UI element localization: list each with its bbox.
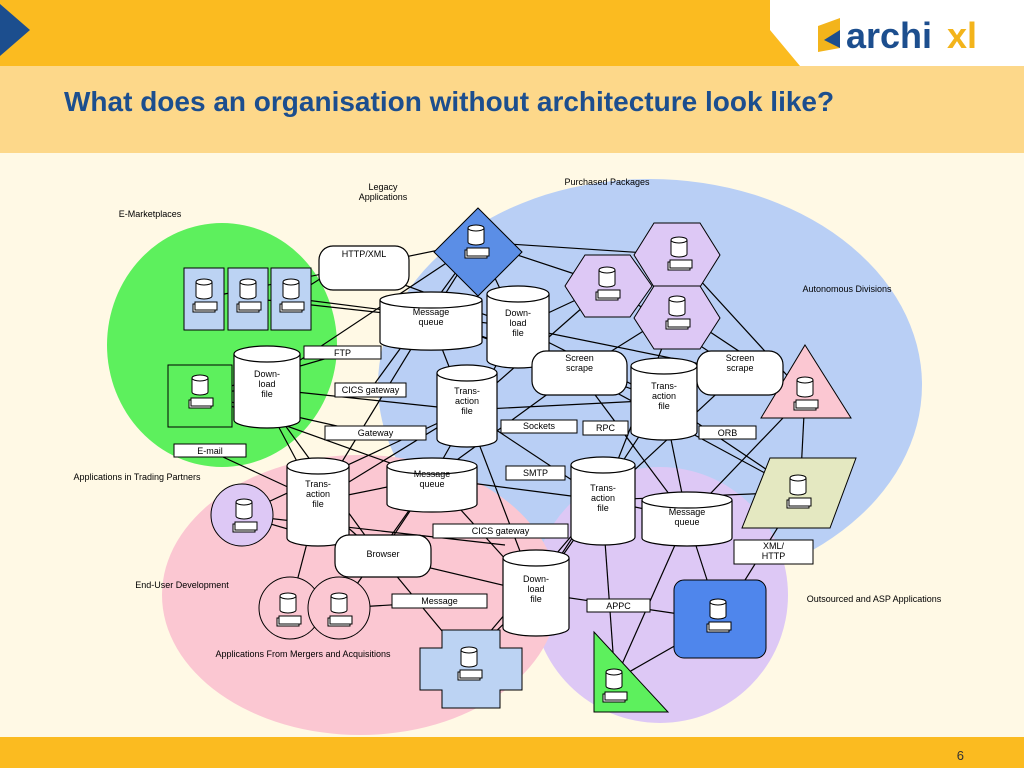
mergers-acquisitions-label: Applications From Mergers and Acquisitio… xyxy=(215,649,391,659)
transaction-file-label-2: Trans- action file xyxy=(651,381,677,411)
cics-gateway-label-2: CICS gateway xyxy=(471,526,530,536)
screen-scrape-label-2: Screen scrape xyxy=(725,353,755,373)
merger-app-node-cross xyxy=(419,629,523,709)
browser-label: Browser xyxy=(366,549,400,559)
bottom-bar xyxy=(0,737,1024,768)
message-queue-label-2: Message queue xyxy=(413,469,451,489)
smtp-label: SMTP xyxy=(522,468,548,478)
message-queue-label-1: Message queue xyxy=(412,307,450,327)
slide-title: What does an organisation without archit… xyxy=(64,86,835,117)
emarketplaces-label: E-Marketplaces xyxy=(118,209,182,219)
outsourced-asp-label: Outsourced and ASP Applications xyxy=(806,594,942,604)
emarketplaces-region xyxy=(107,223,337,467)
rpc-label: RPC xyxy=(595,423,615,433)
autonomous-divisions-label: Autonomous Divisions xyxy=(802,284,892,294)
enduser-development-label: End-User Development xyxy=(135,580,229,590)
sockets-label: Sockets xyxy=(522,421,555,431)
title-band xyxy=(0,66,1024,153)
corner-triangle-icon xyxy=(0,4,30,56)
transaction-file-label-4: Trans- action file xyxy=(590,483,616,513)
email-label: E-mail xyxy=(197,446,223,456)
legacy-applications-label: Legacy Applications xyxy=(358,182,408,202)
ftp-label: FTP xyxy=(334,348,351,358)
cics-gateway-label-1: CICS gateway xyxy=(341,385,400,395)
svg-text:xl: xl xyxy=(947,15,977,56)
trading-partners-label: Applications in Trading Partners xyxy=(73,472,201,482)
data-store-shapes xyxy=(233,285,733,637)
svg-text:archi: archi xyxy=(846,15,932,56)
transaction-file-label-3: Trans- action file xyxy=(305,479,331,509)
message-queue-label-3: Message queue xyxy=(668,507,706,527)
appc-label: APPC xyxy=(606,601,631,611)
purchased-packages-label: Purchased Packages xyxy=(564,177,650,187)
page-number: 6 xyxy=(956,748,964,763)
database-icons xyxy=(188,224,819,703)
orb-label: ORB xyxy=(717,428,738,438)
message-label: Message xyxy=(421,596,458,606)
screen-scrape-label-1: Screen scrape xyxy=(565,353,594,373)
archixl-logo: archi xl xyxy=(770,0,1024,66)
xml-http-label: XML/ HTTP xyxy=(761,541,786,561)
middleware-shapes xyxy=(318,245,784,578)
gateway-label: Gateway xyxy=(357,428,394,438)
download-file-label-1: Down- load file xyxy=(504,308,531,338)
download-file-label-3: Down- load file xyxy=(522,574,549,604)
protocol-boxes xyxy=(173,345,814,613)
transaction-file-label-1: Trans- action file xyxy=(454,386,480,416)
http-xml-label: HTTP/XML xyxy=(341,249,387,259)
download-file-label-2: Down- load file xyxy=(253,369,280,399)
